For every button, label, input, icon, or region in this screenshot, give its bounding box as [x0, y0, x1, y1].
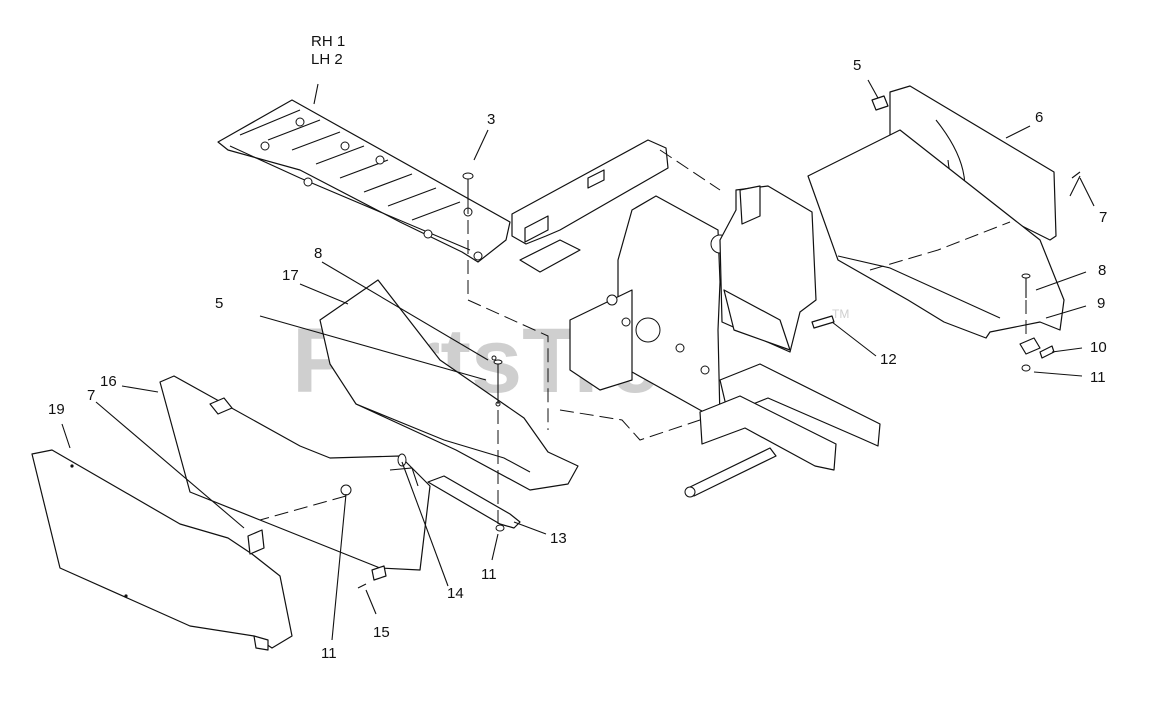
callout-7-left: 7 — [87, 387, 95, 404]
callout-10: 10 — [1090, 339, 1107, 356]
callout-8-left: 8 — [314, 245, 322, 262]
callout-rh1: RH 1 — [311, 33, 345, 50]
panel-16 — [159, 375, 431, 571]
panel-19 — [31, 449, 293, 651]
hardware-right — [811, 95, 1081, 372]
callout-11-bottom: 11 — [321, 645, 337, 662]
bolt-3 — [462, 172, 474, 200]
callout-5-top: 5 — [853, 57, 861, 74]
callout-9: 9 — [1097, 295, 1105, 312]
callout-7-right: 7 — [1099, 209, 1107, 226]
main-frame — [511, 139, 817, 421]
footrest-panel — [217, 99, 511, 263]
assembly-lines — [259, 149, 1027, 524]
panel-9 — [807, 129, 1065, 339]
callout-15: 15 — [373, 624, 390, 641]
callout-3: 3 — [487, 111, 495, 128]
watermark-trademark: TM — [832, 307, 849, 321]
callout-8-right: 8 — [1098, 262, 1106, 279]
callout-labels: RH 1 LH 2 3 5 6 7 8 9 10 11 8 17 5 12 16… — [48, 33, 1107, 662]
callout-13: 13 — [550, 530, 567, 547]
callout-6: 6 — [1035, 109, 1043, 126]
callout-14: 14 — [447, 585, 464, 602]
callout-5-left: 5 — [215, 295, 223, 312]
callout-16: 16 — [100, 373, 117, 390]
callout-11-right: 11 — [1090, 369, 1106, 386]
callout-11-center: 11 — [481, 566, 497, 583]
frame-rails — [684, 363, 881, 498]
callout-12: 12 — [880, 351, 897, 368]
bracket-13 — [427, 475, 521, 532]
bracket-17 — [319, 279, 579, 491]
callout-17: 17 — [282, 267, 299, 284]
callout-19: 19 — [48, 401, 65, 418]
callout-lh2: LH 2 — [311, 51, 343, 68]
leader-lines — [61, 79, 1095, 641]
hardware-bottom — [340, 453, 407, 589]
